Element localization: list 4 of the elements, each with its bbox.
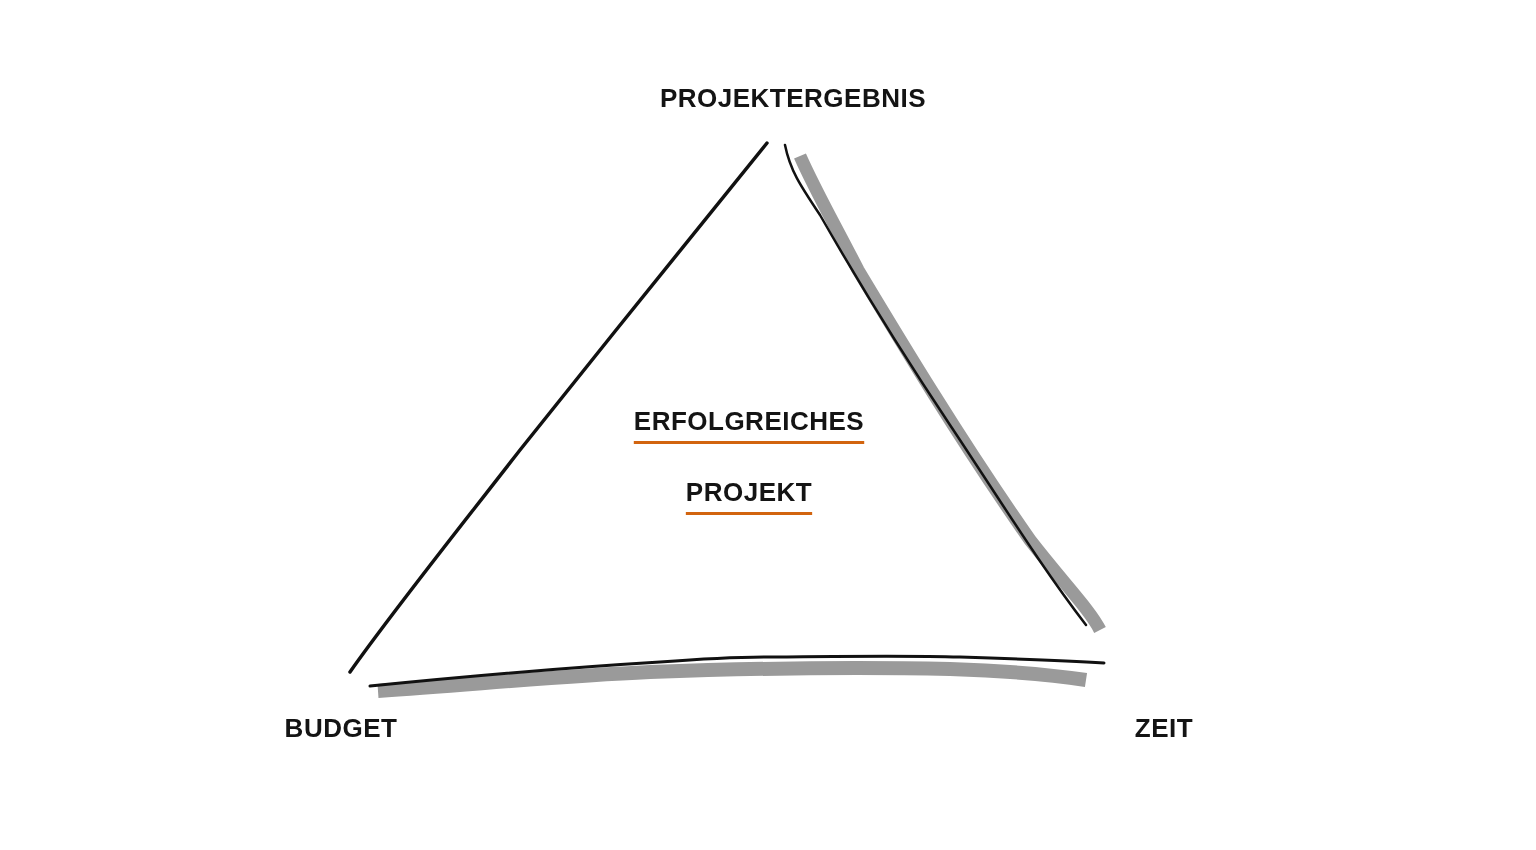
corner-label: PROJEKTERGEBNIS	[659, 84, 927, 112]
corner-label: ZEIT	[1134, 714, 1194, 742]
corner-label: BUDGET	[284, 714, 398, 742]
triangle-text: ERFOLGREICHES PROJEKT	[633, 405, 865, 509]
